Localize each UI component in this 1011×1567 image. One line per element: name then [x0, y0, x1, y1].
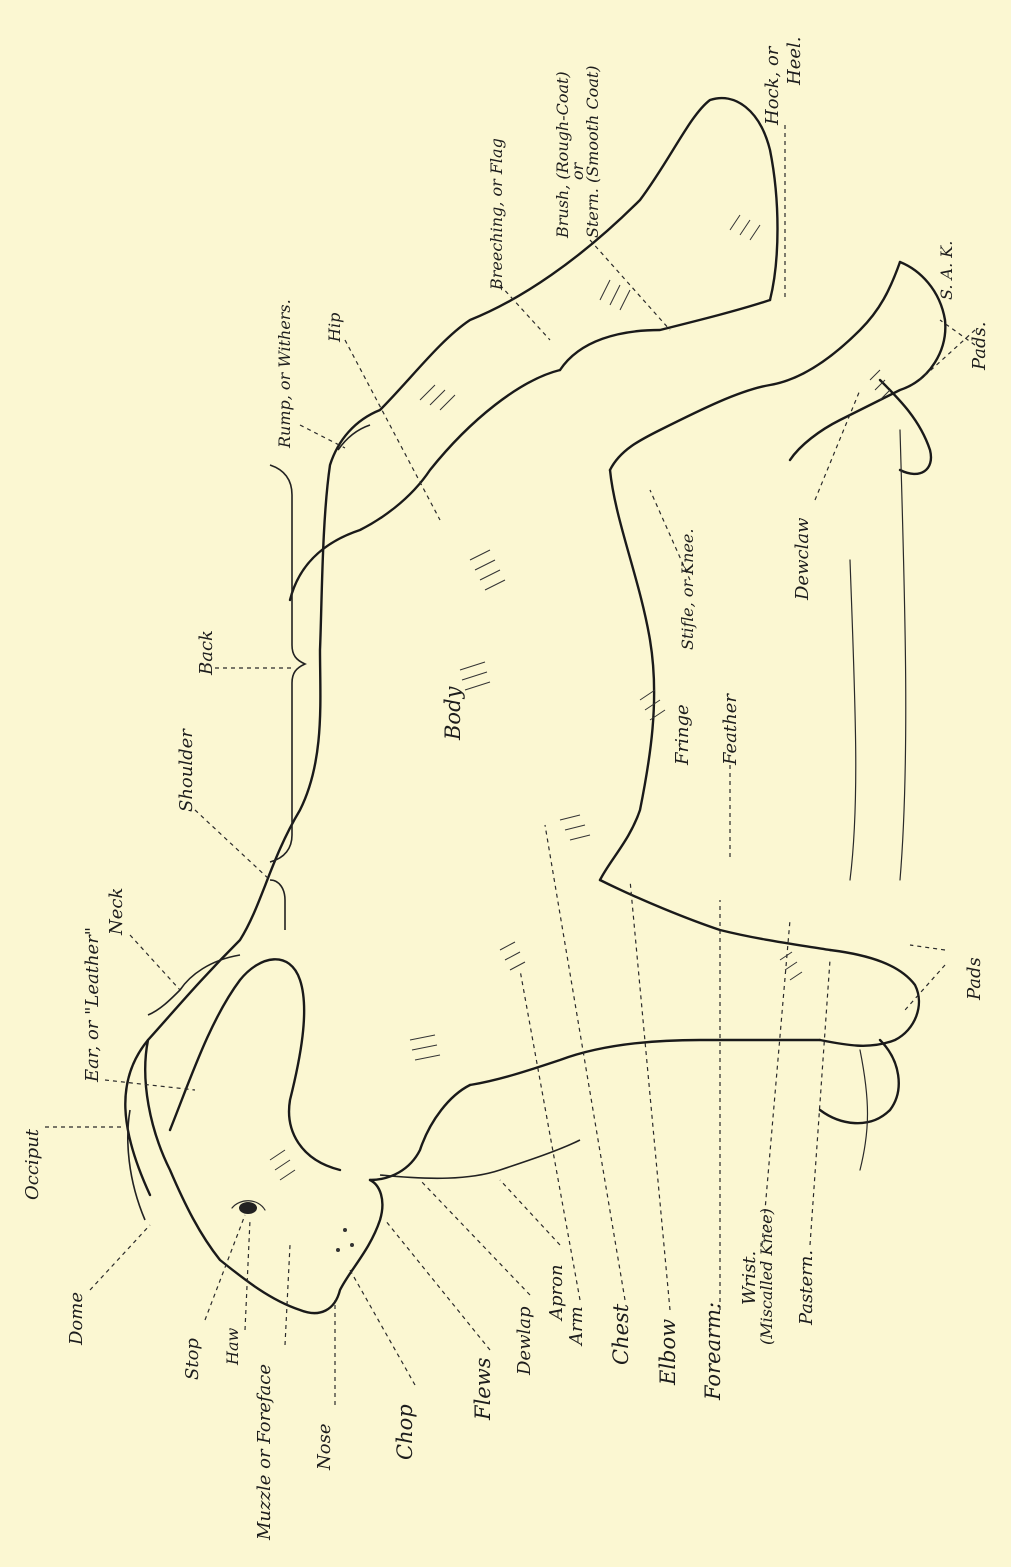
- label-hip: Hip: [325, 313, 344, 343]
- leader-chop: [350, 1270, 415, 1385]
- label-chop: Chop: [393, 1404, 417, 1460]
- leader-dome: [90, 1225, 150, 1290]
- label-muzzle: Muzzle or Foreface: [254, 1364, 275, 1541]
- brace-apron: [380, 1140, 580, 1178]
- dog-head-outline: [145, 1040, 382, 1313]
- label-elbow: Elbow: [656, 1319, 680, 1386]
- label-forearm: Forearm:: [701, 1302, 725, 1401]
- label-breeching: Breeching, or Flag: [487, 138, 506, 291]
- dog-nose-dot: [350, 1243, 354, 1247]
- dog-nose-dot: [343, 1228, 347, 1232]
- dog-tail-outline: [560, 300, 770, 370]
- dog-belly-outline: [600, 470, 654, 880]
- leader-wrist: [762, 920, 790, 1245]
- dog-fore-paw: [820, 950, 919, 1046]
- label-pads-hind: Pads.: [969, 321, 990, 371]
- leader-apron: [500, 1180, 560, 1245]
- leader-flews: [385, 1220, 490, 1350]
- label-pads-fore: Pads: [964, 957, 985, 1001]
- braces: [128, 425, 580, 1220]
- label-flews: Flews: [471, 1357, 495, 1421]
- brace-shoulder: [270, 880, 285, 930]
- label-ear: Ear, or "Leather": [82, 927, 103, 1083]
- leader-neck: [130, 935, 180, 990]
- leader-haw: [245, 1220, 250, 1330]
- label-hock-1: Hock, or: [762, 45, 783, 126]
- leader-ear: [105, 1080, 195, 1090]
- leader-brush: [590, 240, 670, 330]
- brace-back: [270, 465, 305, 862]
- label-stifle: Stifle, or Knee.: [678, 529, 697, 650]
- label-stop: Stop: [182, 1338, 203, 1380]
- label-dewclaw: Dewclaw: [792, 517, 813, 601]
- labels: Occiput Ear, or "Leather" Neck Shoulder …: [22, 37, 990, 1541]
- label-hock-2: Heel.: [784, 37, 805, 86]
- label-dome: Dome: [66, 1292, 87, 1346]
- leader-pads-fore: [910, 945, 945, 950]
- label-wrist-note: (Miscalled Knee): [757, 1208, 776, 1345]
- dog-hind-leg-front: [610, 262, 900, 470]
- brace-neck: [148, 955, 240, 1015]
- label-arm: Arm: [566, 1306, 587, 1347]
- leader-stop: [205, 1215, 245, 1320]
- leader-dewlap: [420, 1180, 530, 1295]
- dog-ear-outline: [170, 959, 340, 1170]
- leader-pastern: [810, 960, 830, 1245]
- dog-eye: [239, 1202, 257, 1214]
- label-shoulder: Shoulder: [176, 728, 197, 812]
- leader-muzzle: [285, 1245, 290, 1345]
- ground-line: [860, 1050, 868, 1170]
- label-nose: Nose: [314, 1424, 335, 1471]
- ground-line: [850, 560, 856, 880]
- label-apron: Apron: [546, 1264, 567, 1322]
- dog-hind-paw-2: [880, 380, 931, 474]
- signature: S. A. K.: [937, 241, 956, 300]
- leader-arm: [520, 970, 580, 1300]
- label-brush-1: Brush, (Rough-Coat): [553, 71, 572, 239]
- leader-shoulder: [195, 810, 270, 880]
- dog-foreleg-back: [600, 880, 830, 950]
- dog-hind-leg-rear: [290, 370, 560, 600]
- label-occiput: Occiput: [22, 1128, 43, 1200]
- label-rump: Rump, or Withers.: [275, 299, 294, 449]
- label-neck: Neck: [106, 888, 127, 936]
- fur-hatching: [270, 215, 890, 1180]
- label-chest: Chest: [609, 1303, 633, 1365]
- label-back: Back: [196, 630, 217, 676]
- leader-elbow: [630, 880, 670, 1310]
- leader-rump: [300, 425, 345, 448]
- dog-fore-paw-2: [820, 1040, 899, 1123]
- label-pastern: Pastern.: [796, 1250, 817, 1326]
- label-brush-2: Stern. (Smooth Coat): [583, 65, 602, 238]
- label-fringe: Fringe: [672, 704, 693, 766]
- dog-illustration: [125, 98, 945, 1313]
- dog-nose-dot: [336, 1248, 340, 1252]
- leader-pads-fore-2: [905, 965, 945, 1010]
- leader-dewclaw: [815, 390, 860, 500]
- dog-chest-outline: [370, 1085, 470, 1180]
- ground-line: [900, 430, 906, 880]
- label-dewlap: Dewlap: [514, 1306, 535, 1376]
- label-haw: Haw: [223, 1328, 242, 1366]
- label-body: Body: [441, 685, 465, 741]
- leader-chest: [545, 825, 625, 1300]
- label-feather: Feather: [720, 693, 741, 766]
